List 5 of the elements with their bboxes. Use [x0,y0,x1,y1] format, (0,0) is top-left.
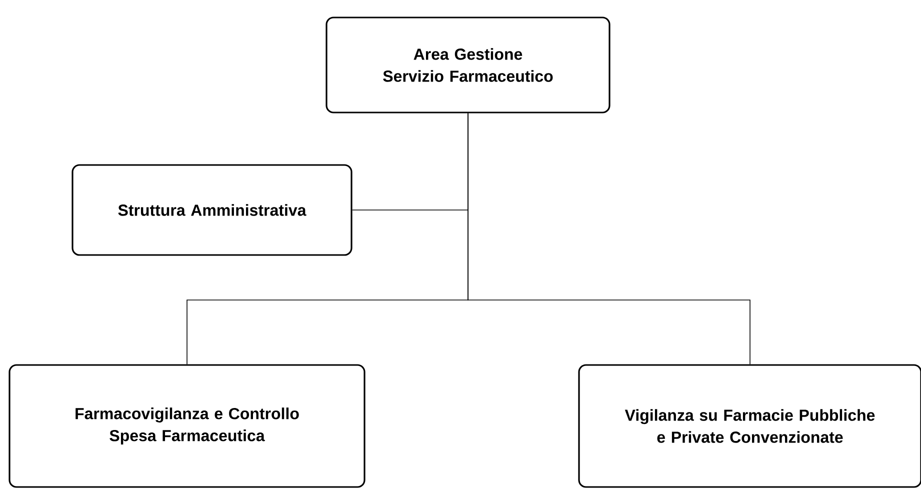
org-box: Area Gestione Servizio Farmaceutico [326,16,610,114]
connector-line [468,112,750,365]
org-box: Farmacovigilanza e Controllo Spesa Farmaceutica [8,364,366,488]
org-box: Struttura Amministrativa [72,164,352,256]
org-box: Vigilanza su Farmacie Pubbliche e Private Convenzionate [578,364,921,488]
